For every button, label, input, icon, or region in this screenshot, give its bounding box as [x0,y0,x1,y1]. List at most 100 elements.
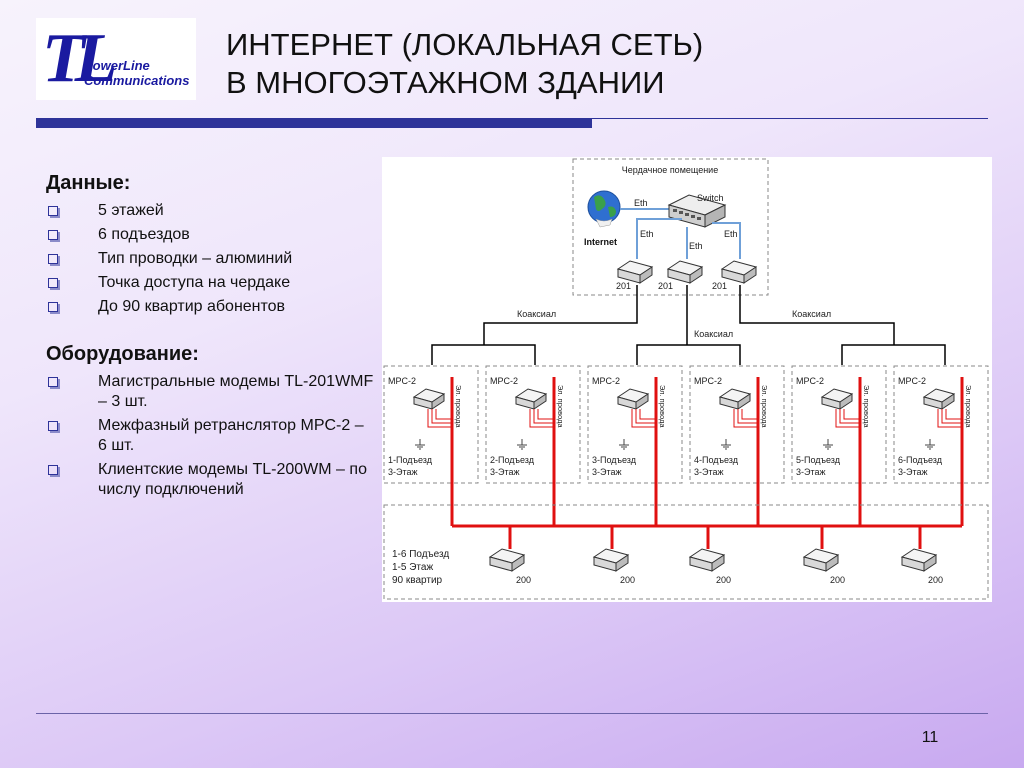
svg-text:Эл. провода: Эл. провода [760,385,769,428]
data-list-item: 5 этажей [46,201,376,221]
page-number: 11 [921,729,939,746]
equipment-list-item: Магистральные модемы TL-201WMF – 3 шт. [46,372,376,412]
svg-text:3-Подъезд: 3-Подъезд [592,455,637,465]
coax-label-2: Коаксиал [694,329,733,339]
svg-text:MPC-2: MPC-2 [898,376,926,386]
square-bullet-icon [48,254,58,264]
network-diagram: Чердачное помещение Internet Eth Switch … [382,157,992,602]
network-diagram-svg: Чердачное помещение Internet Eth Switch … [383,158,989,600]
data-list-item: 6 подъездов [46,225,376,245]
client-modem-200-label: 200 [928,575,943,585]
data-list-item: До 90 квартир абонентов [46,297,376,317]
eth-label-2: Eth [689,241,703,251]
equipment-heading: Оборудование: [46,343,199,365]
equipment-list-item: Клиентские модемы TL-200WM – по числу по… [46,460,376,500]
svg-text:3-Этаж: 3-Этаж [490,467,520,477]
footer-divider [36,713,988,714]
square-bullet-icon [48,230,58,240]
client-modem-200-label: 200 [620,575,635,585]
equipment-list-item: Межфазный ретранслятор MPC-2 – 6 шт. [46,416,376,456]
svg-text:6-Подъезд: 6-Подъезд [898,455,943,465]
svg-text:MPC-2: MPC-2 [490,376,518,386]
data-list-item: Тип проводки – алюминий [46,249,376,269]
modem-201-label: 201 [712,281,727,291]
svg-text:3-Этаж: 3-Этаж [898,467,928,477]
slide-title-line1: ИНТЕРНЕТ (ЛОКАЛЬНАЯ СЕТЬ) [226,27,704,62]
client-modem-200-icon [689,548,725,572]
client-modem-200-label: 200 [516,575,531,585]
equipment-list: Магистральные модемы TL-201WMF – 3 шт. М… [46,372,376,500]
client-modem-200-icon [901,548,937,572]
switch-label: Switch [697,193,724,203]
apartments-label-line3: 90 квартир [392,575,443,586]
svg-text:4-Подъезд: 4-Подъезд [694,455,739,465]
entrance-box-4: MPC-2 Эл. провода 4-Подъезд 3-Этаж [689,365,785,484]
client-modem-200-icon [593,548,629,572]
modem-201-icon [667,260,703,284]
title-underline-thin [592,118,988,119]
svg-text:Эл. провода: Эл. провода [454,385,463,428]
eth-link-1 [636,218,682,259]
coax-label-1: Коаксиал [517,309,556,319]
eth-label-1: Eth [640,229,654,239]
svg-text:Эл. провода: Эл. провода [556,385,565,428]
svg-text:3-Этаж: 3-Этаж [592,467,622,477]
internet-globe-icon [587,190,621,228]
data-heading: Данные: [46,172,131,194]
title-underline-bar [36,118,592,128]
coax-network [431,285,946,365]
switch-device-icon [667,194,727,228]
entrance-box-3: MPC-2 Эл. провода 3-Подъезд 3-Этаж [587,365,683,484]
logo-tl-mark: TL [42,20,117,97]
svg-text:3-Этаж: 3-Этаж [694,467,724,477]
eth-label-internet: Eth [634,198,648,208]
entrance-box-1: MPC-2 Эл. провода 1-Подъезд 3-Этаж [383,365,479,484]
modem-201-label: 201 [658,281,673,291]
square-bullet-icon [48,421,58,431]
modem-201-icon [721,260,757,284]
square-bullet-icon [48,278,58,288]
apartments-label-line1: 1-6 Подъезд [392,549,449,560]
apartments-boundary [383,504,989,600]
coax-label-3: Коаксиал [792,309,831,319]
modem-201-label: 201 [616,281,631,291]
company-logo: TL PowerLine Communications [36,18,196,100]
svg-text:1-Подъезд: 1-Подъезд [388,455,433,465]
client-modem-200-icon [803,548,839,572]
modem-201-icon [617,260,653,284]
client-modem-200-icon [489,548,525,572]
square-bullet-icon [48,206,58,216]
apartments-label-line2: 1-5 Этаж [392,562,433,573]
entrance-box-2: MPC-2 Эл. провода 2-Подъезд 3-Этаж [485,365,581,484]
svg-text:5-Подъезд: 5-Подъезд [796,455,841,465]
eth-label-3: Eth [724,229,738,239]
text-panel: Данные: 5 этажей 6 подъездов Тип проводк… [46,172,376,504]
slide-title-line2: В МНОГОЭТАЖНОМ ЗДАНИИ [226,65,665,100]
svg-text:3-Этаж: 3-Этаж [388,467,418,477]
svg-text:MPC-2: MPC-2 [796,376,824,386]
eth-link-3 [712,222,741,259]
square-bullet-icon [48,377,58,387]
attic-label: Чердачное помещение [622,165,718,175]
svg-text:Эл. провода: Эл. провода [862,385,871,428]
client-modem-200-label: 200 [716,575,731,585]
entrance-box-6: MPC-2 Эл. провода 6-Подъезд 3-Этаж [893,365,989,484]
client-modem-200-label: 200 [830,575,845,585]
power-wiring [450,377,964,549]
svg-text:MPC-2: MPC-2 [694,376,722,386]
logo-text-communications: Communications [84,73,190,88]
svg-text:3-Этаж: 3-Этаж [796,467,826,477]
data-list-item: Точка доступа на чердаке [46,273,376,293]
data-list: 5 этажей 6 подъездов Тип проводки – алюм… [46,201,376,317]
attic-boundary [572,158,769,296]
slide-title: ИНТЕРНЕТ (ЛОКАЛЬНАЯ СЕТЬ) В МНОГОЭТАЖНОМ… [226,26,703,102]
svg-text:MPC-2: MPC-2 [592,376,620,386]
square-bullet-icon [48,302,58,312]
svg-text:MPC-2: MPC-2 [388,376,416,386]
internet-label: Internet [584,237,617,247]
entrance-box-5: MPC-2 Эл. провода 5-Подъезд 3-Этаж [791,365,887,484]
svg-text:Эл. провода: Эл. провода [964,385,973,428]
svg-text:Эл. провода: Эл. провода [658,385,667,428]
svg-text:2-Подъезд: 2-Подъезд [490,455,535,465]
square-bullet-icon [48,465,58,475]
